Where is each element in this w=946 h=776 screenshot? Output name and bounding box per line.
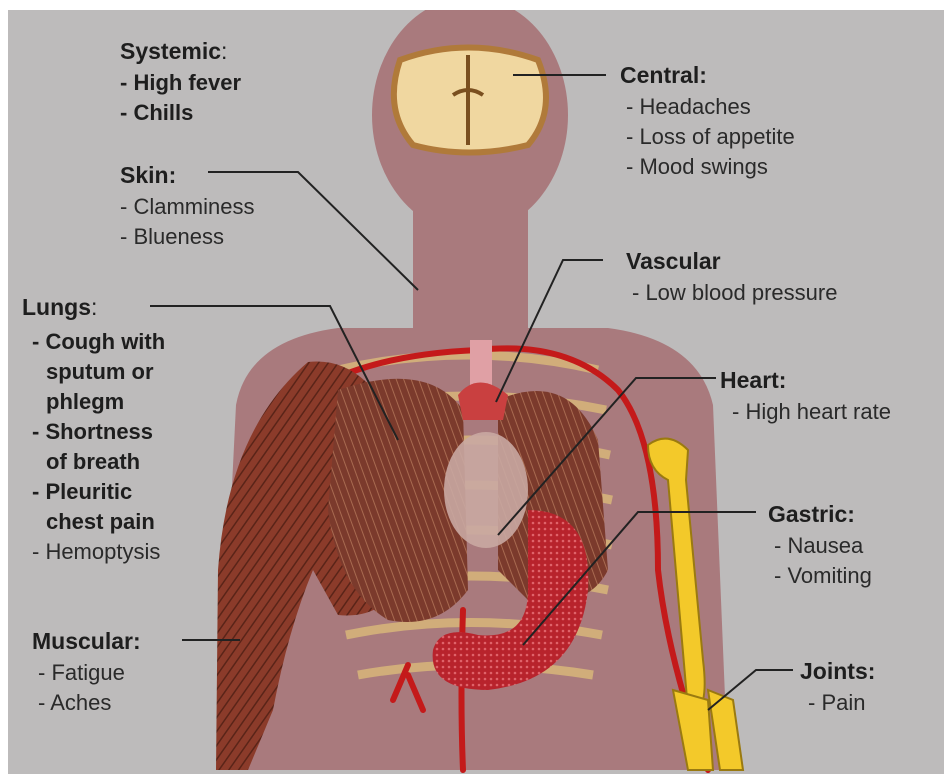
muscular-item-1: - Fatigue <box>38 662 141 684</box>
muscular-item-2: - Aches <box>38 692 141 714</box>
systemic-title: Systemic: <box>120 38 241 65</box>
systemic-item-2: - Chills <box>120 102 241 124</box>
gastric-title: Gastric: <box>768 501 872 528</box>
lungs-group: Lungs: - Cough with sputum or phlegm - S… <box>22 294 165 571</box>
joints-item-1: - Pain <box>808 692 875 714</box>
joints-title: Joints: <box>800 658 875 685</box>
skin-item-1: - Clamminess <box>120 196 254 218</box>
muscular-title: Muscular: <box>32 628 141 655</box>
joints-group: Joints: - Pain <box>800 658 875 722</box>
systemic-item-1: - High fever <box>120 72 241 94</box>
central-item-3: - Mood swings <box>626 156 795 178</box>
heart-item-1: - High heart rate <box>732 401 891 423</box>
heart-group: Heart: - High heart rate <box>720 367 891 431</box>
central-title: Central: <box>620 62 795 89</box>
vascular-item-1: - Low blood pressure <box>632 282 837 304</box>
lungs-item-3: phlegm <box>46 391 165 413</box>
central-item-2: - Loss of appetite <box>626 126 795 148</box>
vascular-title: Vascular <box>626 248 837 275</box>
heart <box>444 432 528 548</box>
gastric-group: Gastric: - Nausea - Vomiting <box>768 501 872 595</box>
skin-item-2: - Blueness <box>120 226 254 248</box>
lungs-item-2: sputum or <box>46 361 165 383</box>
skin-group: Skin: - Clamminess - Blueness <box>120 162 254 256</box>
lungs-item-1: - Cough with <box>32 331 165 353</box>
lungs-title: Lungs: <box>22 294 165 321</box>
brain <box>394 48 546 153</box>
lungs-item-7: chest pain <box>46 511 165 533</box>
central-item-1: - Headaches <box>626 96 795 118</box>
diagram-canvas: Systemic: - High fever - Chills Skin: - … <box>8 10 944 774</box>
lungs-item-5: of breath <box>46 451 165 473</box>
gastric-item-1: - Nausea <box>774 535 872 557</box>
muscular-group: Muscular: - Fatigue - Aches <box>32 628 141 722</box>
systemic-group: Systemic: - High fever - Chills <box>120 38 241 132</box>
gastric-item-2: - Vomiting <box>774 565 872 587</box>
central-group: Central: - Headaches - Loss of appetite … <box>620 62 795 186</box>
lungs-item-4: - Shortness <box>32 421 165 443</box>
vascular-group: Vascular - Low blood pressure <box>626 248 837 312</box>
lungs-item-8: - Hemoptysis <box>32 541 165 563</box>
skin-title: Skin: <box>120 162 254 189</box>
heart-title: Heart: <box>720 367 891 394</box>
lungs-item-6: - Pleuritic <box>32 481 165 503</box>
